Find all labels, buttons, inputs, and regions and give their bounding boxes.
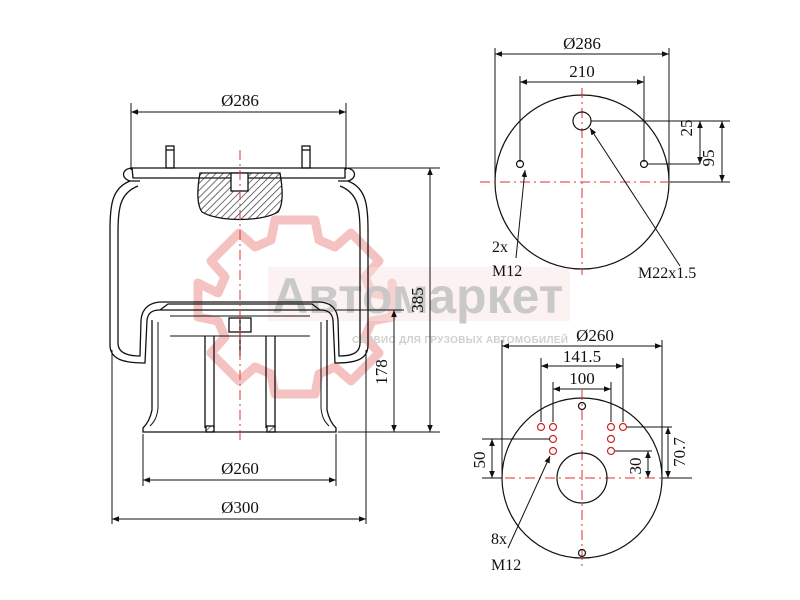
dim-bottom-outer-spacing-label: 141.5	[563, 347, 601, 366]
dim-bottom-right	[615, 426, 692, 479]
callout-top-studs	[515, 169, 528, 259]
watermark-tagline: СЕРВИС ДЛЯ ГРУЗОВЫХ АВТОМОБИЛЕЙ	[352, 333, 568, 346]
callout-top-studs-thread: M12	[492, 263, 522, 280]
watermark-brand: Автомаркет	[272, 268, 563, 324]
dim-side-top-diameter	[130, 103, 347, 170]
dim-top-diameter-label: Ø286	[563, 34, 601, 53]
dim-bottom-outer-spacing	[540, 358, 624, 422]
side-view: Ø286 385 178 Ø260 Ø300	[109, 91, 440, 524]
bottom-hole-bottom	[577, 548, 587, 558]
dim-side-piston-height	[336, 309, 404, 432]
bottom-bolt-holes-left	[536, 422, 558, 456]
watermark-band	[268, 267, 570, 321]
dim-bottom-left-vertical	[482, 438, 550, 479]
dim-bottom-diameter	[501, 340, 663, 476]
callout-bottom-holes-count: 8x	[491, 531, 507, 548]
dim-side-base-diameter	[111, 350, 367, 524]
callout-bottom-holes	[507, 455, 551, 549]
top-plate-view: Ø286 210 25 95 2x M12 M22x1.5	[480, 34, 730, 282]
callout-top-port-label: M22x1.5	[638, 265, 696, 282]
bottom-plate-view: Ø260 141.5 100 50 30 70.7	[470, 326, 692, 574]
gear-icon	[193, 215, 397, 399]
dim-side-piston-diameter	[142, 434, 337, 486]
top-stud-left	[165, 145, 175, 169]
callout-bottom-holes-thread: M12	[491, 557, 521, 574]
callout-top-port	[589, 127, 681, 267]
dim-top-stud-spacing	[519, 76, 645, 162]
dim-bottom-inner-spacing	[552, 382, 612, 422]
bellows-inner	[117, 185, 361, 357]
dim-top-offset-small-label: 25	[677, 120, 696, 137]
dim-bottom-right-inner-label: 30	[626, 458, 645, 475]
dim-bottom-inner-spacing-label: 100	[569, 369, 595, 388]
dim-side-top-diameter-label: Ø286	[221, 91, 259, 110]
bottom-bolt-holes-right	[606, 422, 628, 456]
dim-side-piston-height-label: 178	[372, 359, 391, 385]
bottom-hole-top	[577, 401, 587, 411]
dim-side-height	[338, 167, 440, 433]
dim-side-base-diameter-label: Ø300	[221, 498, 259, 517]
callout-top-studs-count: 2x	[492, 239, 508, 256]
piston-rib-left	[204, 336, 215, 428]
piston-base-slot-left	[205, 425, 215, 433]
piston-rib-right	[265, 336, 276, 428]
dim-bottom-right-outer-label: 70.7	[670, 437, 689, 467]
dim-top-offset-large-label: 95	[699, 150, 718, 167]
bottom-center-hole	[556, 452, 608, 504]
dim-top-offsets	[591, 120, 730, 183]
top-stud-right	[301, 145, 311, 169]
watermark: Автомаркет СЕРВИС ДЛЯ ГРУЗОВЫХ АВТОМОБИЛ…	[193, 215, 570, 399]
dim-side-piston-diameter-label: Ø260	[221, 459, 259, 478]
dim-side-height-label: 385	[408, 287, 427, 313]
dim-top-diameter	[494, 48, 670, 180]
dim-top-stud-spacing-label: 210	[569, 62, 595, 81]
dim-bottom-diameter-label: Ø260	[576, 326, 614, 345]
piston-base-slot-right	[266, 425, 276, 433]
dim-bottom-left-vertical-label: 50	[470, 452, 489, 469]
